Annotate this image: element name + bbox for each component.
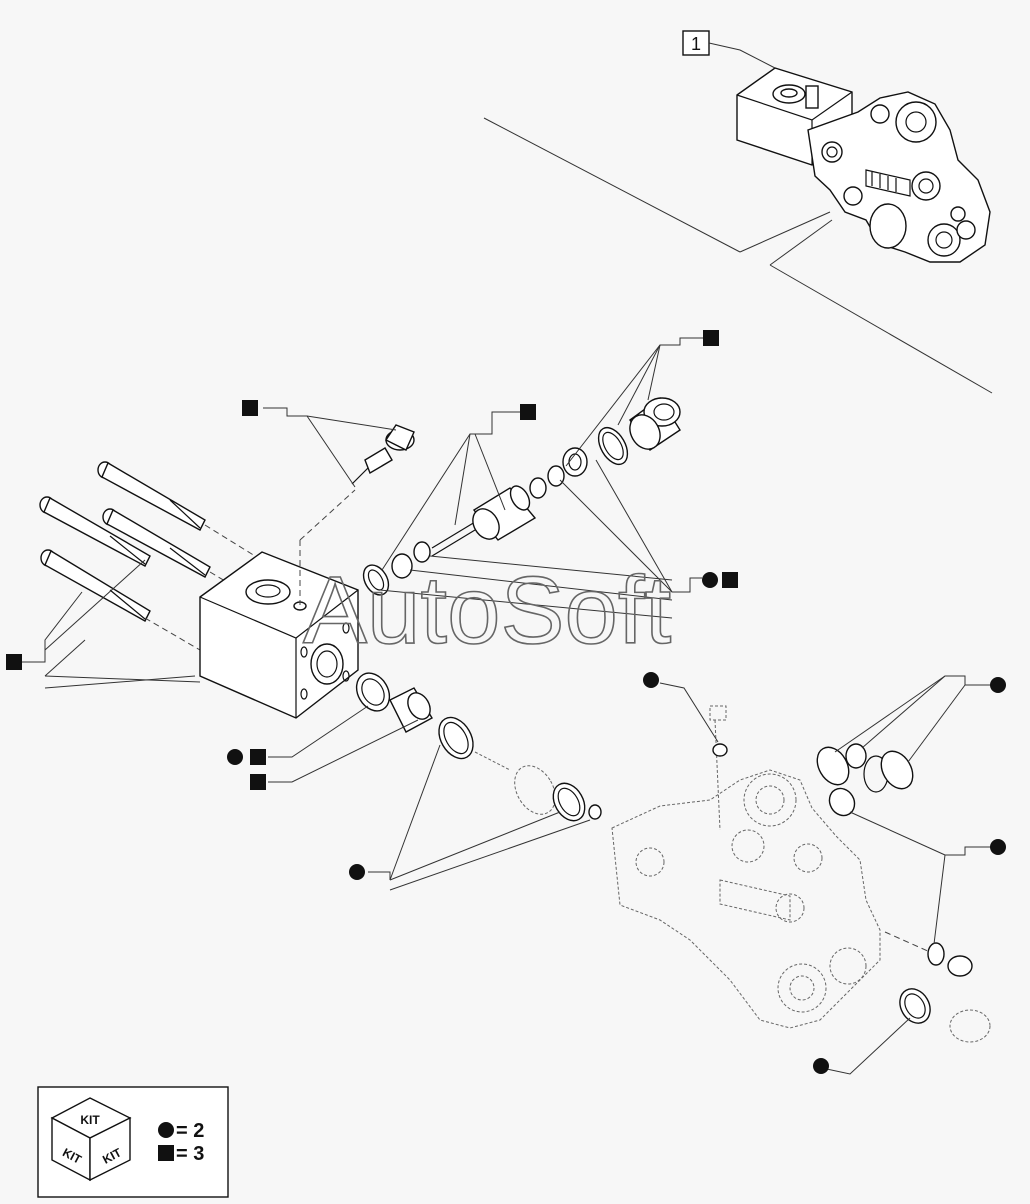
circle-marker: [643, 672, 659, 688]
legend-circle-icon: [158, 1122, 174, 1138]
bolt-3: [102, 508, 211, 578]
leader-lines: [22, 337, 997, 1075]
circle-marker: [702, 572, 718, 588]
circle-marker: [349, 864, 365, 880]
ghost-valve-body-illustration: [611, 705, 991, 1043]
legend-square-count: = 3: [176, 1143, 204, 1165]
square-marker: [722, 572, 738, 588]
kit-markers: [6, 330, 1006, 1074]
square-marker: [520, 404, 536, 420]
square-marker: [250, 774, 266, 790]
kit-cube-top-label: KIT: [80, 1113, 100, 1127]
bolt-1: [97, 461, 206, 531]
square-marker: [250, 749, 266, 765]
kit-cube-icon: KIT KIT KIT: [50, 1097, 132, 1182]
lower-piston-illustration: [355, 672, 602, 822]
square-marker: [6, 654, 22, 670]
kit-legend: KIT KIT KIT = 2 = 3: [37, 1086, 229, 1198]
callout-ref-1: 1: [682, 30, 776, 69]
circle-marker: [990, 839, 1006, 855]
legend-circle-count: = 2: [176, 1120, 204, 1142]
solenoid-block-illustration: [39, 461, 359, 719]
legend-square-icon: [158, 1145, 174, 1161]
watermark: AutoSoft: [303, 557, 671, 664]
bolt-4: [40, 549, 151, 622]
assembled-valve-illustration: [483, 67, 993, 394]
circle-marker: [813, 1058, 829, 1074]
square-marker: [703, 330, 719, 346]
spool-assembly-illustration: [299, 396, 681, 596]
callout-ref-1-label: 1: [691, 34, 701, 54]
bolt-2: [39, 496, 151, 567]
square-marker: [242, 400, 258, 416]
circle-marker: [227, 749, 243, 765]
circle-marker: [990, 677, 1006, 693]
